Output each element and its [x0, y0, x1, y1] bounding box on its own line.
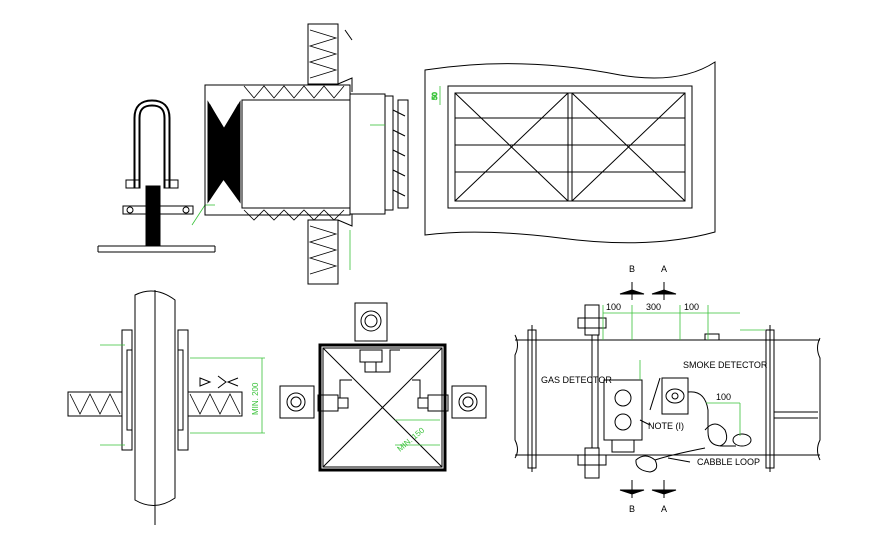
dim-300-label: 300	[646, 302, 661, 312]
section-a-top-label: A	[661, 264, 667, 274]
section-b-bottom-label: B	[629, 504, 635, 514]
min-150-label: MIN. 150	[396, 425, 427, 453]
u-bolt-bracket-detail	[97, 99, 216, 253]
smoke-detector-label: SMOKE DETECTOR	[683, 360, 768, 370]
grille-elevation: 50	[424, 61, 716, 244]
cable-loop-label: CABBLE LOOP	[697, 457, 760, 467]
duct-wall-penetration-section	[204, 23, 409, 285]
section-a-bottom-label: A	[661, 504, 667, 514]
section-b-top-label: B	[629, 264, 635, 274]
min-200-label: MIN. 200	[251, 382, 260, 415]
dim-100-right-label: 100	[684, 302, 699, 312]
dim-100-left-label: 100	[606, 302, 621, 312]
pipe-sleeve-section: MIN. 200	[67, 290, 265, 525]
duct-elevation-detectors: B A B A	[514, 264, 821, 514]
dim-50-label: 50	[432, 92, 439, 100]
note-label: NOTE (I)	[648, 421, 684, 431]
gas-detector-label: GAS DETECTOR	[541, 375, 612, 385]
dim-100-lower-label: 100	[716, 392, 731, 402]
duct-plan-detectors: MIN. 150	[279, 302, 487, 472]
